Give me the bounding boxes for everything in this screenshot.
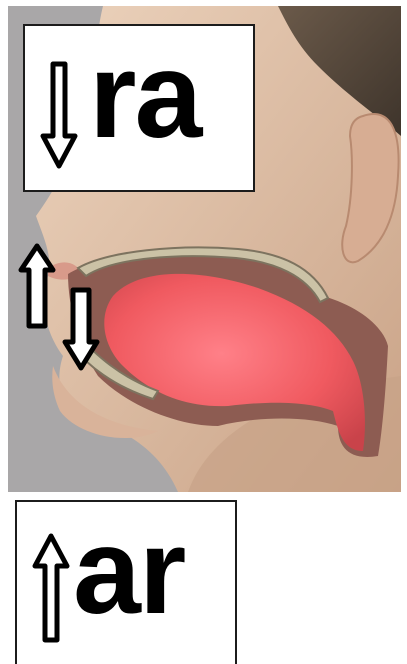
label-ar-text: ar: [73, 510, 184, 632]
illustration-panel: ra: [8, 6, 401, 492]
up-arrow-icon: [31, 532, 71, 644]
down-arrow-icon: [39, 60, 79, 170]
label-ar-card: ar: [15, 500, 237, 664]
label-ra-text: ra: [89, 34, 200, 156]
label-ra-card: ra: [23, 24, 255, 192]
